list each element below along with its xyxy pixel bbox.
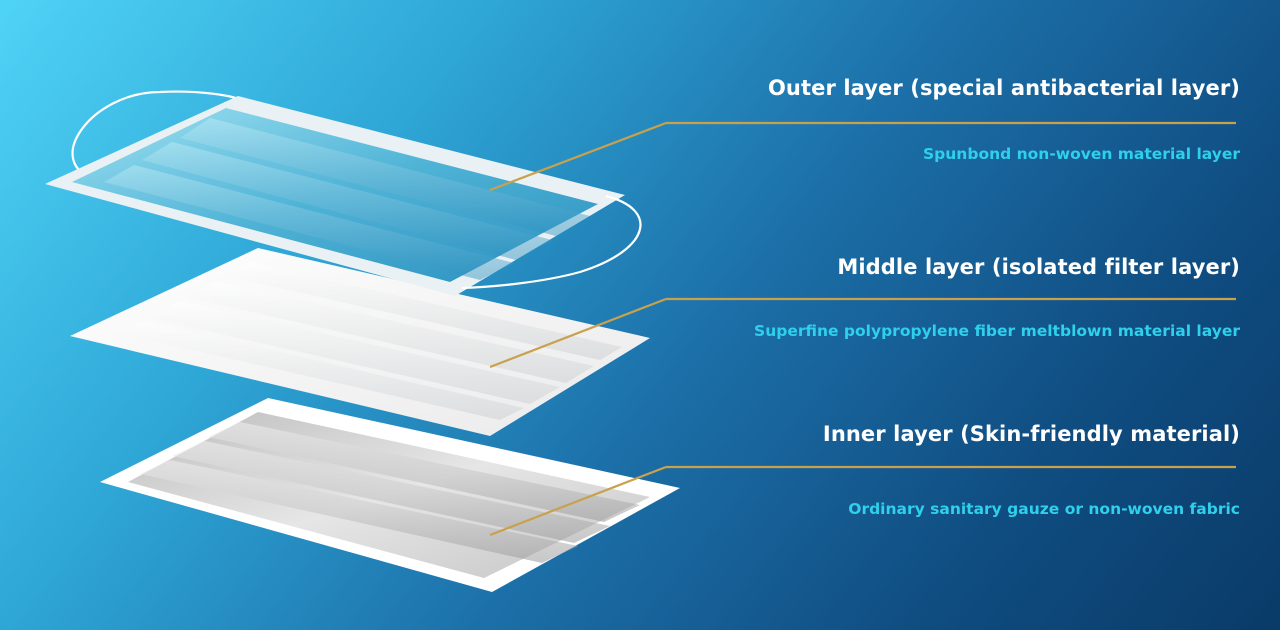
leader-line-outer [489,121,1236,192]
leader-line-middle [489,297,1236,369]
middle-layer-sheet [70,248,650,436]
inner-layer-material: Ordinary sanitary gauze or non-woven fab… [848,500,1240,518]
outer-layer-sheet [45,90,642,296]
inner-layer-sheet [100,398,680,592]
leader-line-inner [489,465,1236,537]
inner-layer-title: Inner layer (Skin-friendly material) [822,422,1240,446]
middle-layer-material: Superfine polypropylene fiber meltblown … [754,322,1240,340]
outer-layer-title: Outer layer (special antibacterial layer… [767,76,1240,100]
outer-layer-material: Spunbond non-woven material layer [923,145,1240,163]
middle-layer-title: Middle layer (isolated filter layer) [837,255,1240,279]
